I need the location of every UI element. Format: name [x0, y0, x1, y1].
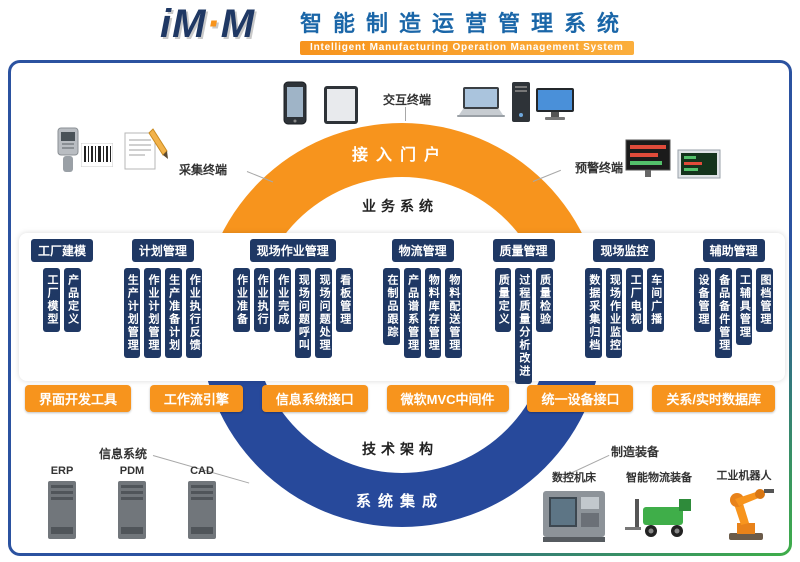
- agv-icon: [623, 493, 699, 544]
- tech-architecture-label: 技术架构: [362, 441, 438, 457]
- module-item: 图档管理: [756, 268, 773, 332]
- module-item: 设备管理: [694, 268, 712, 332]
- module-item: 工厂模型: [43, 268, 60, 332]
- pc-tower-icon: [511, 81, 531, 128]
- pdm-label: PDM: [119, 465, 145, 477]
- diagram-frame: 接入门户 业务系统 技术架构 系统集成 采集终端 交互终端: [8, 60, 792, 556]
- logo-dot: ·: [206, 2, 221, 46]
- module-item: 现场作业监控: [605, 268, 623, 358]
- cnc-label: 数控机床: [552, 472, 596, 484]
- module-item: 在制品跟踪: [383, 268, 400, 345]
- module-item: 产品谱系管理: [403, 268, 421, 358]
- module-item: 作业准备: [232, 268, 250, 332]
- module-item: 现场问题呼叫: [294, 268, 312, 358]
- module-item: 工辅具管理: [735, 268, 753, 345]
- module-item: 数据采集归档: [585, 268, 602, 358]
- module-column-title: 计划管理: [131, 239, 194, 262]
- server-icon: [185, 479, 219, 546]
- modules-panel: 工厂建模 工厂模型 产品定义 计划管理 生产计划管理 作业计划管理 生产准备计划…: [19, 233, 785, 384]
- agv-label: 智能物流装备: [626, 472, 692, 484]
- module-item: 作业计划管理: [144, 268, 161, 358]
- module-item: 车间广播: [647, 268, 664, 332]
- module-item: 质量检验: [535, 268, 553, 332]
- module-column-title: 质量管理: [492, 239, 555, 262]
- module-item: 作业完成: [274, 268, 291, 332]
- middleware-button: 界面开发工具: [25, 385, 132, 412]
- logo-text-right: M: [220, 2, 256, 46]
- module-item: 作业执行: [253, 268, 271, 332]
- header: iM·M 智能制造运营管理系统 Intelligent Manufacturin…: [0, 0, 800, 58]
- module-item: 产品定义: [64, 268, 81, 332]
- monitor-icon: [535, 87, 575, 128]
- barcode-icon: [80, 142, 114, 172]
- module-column-field-operation: 现场作业管理 作业准备 作业执行 作业完成 现场问题呼叫 现场问题处理 看板管理: [232, 239, 353, 375]
- page-title: 智能制造运营管理系统: [300, 11, 631, 36]
- logo: iM·M: [160, 2, 255, 47]
- scanner-icon: [55, 127, 81, 178]
- business-system-label: 业务系统: [362, 198, 438, 214]
- cad-label: CAD: [190, 465, 214, 477]
- module-item: 物料配送管理: [445, 268, 462, 358]
- title-block: 智能制造运营管理系统 Intelligent Manufacturing Ope…: [300, 6, 634, 55]
- module-item: 现场问题处理: [315, 268, 333, 358]
- module-item: 过程质量分析改进: [515, 268, 532, 384]
- module-item: 工厂电视: [626, 268, 644, 332]
- module-column-factory-modeling: 工厂建模 工厂模型 产品定义: [31, 239, 94, 375]
- middleware-row: 界面开发工具 工作流引擎 信息系统接口 微软MVC中间件 统一设备接口 关系/实…: [25, 385, 775, 412]
- module-column-auxiliary: 辅助管理 设备管理 备品备件管理 工辅具管理 图档管理: [694, 239, 773, 375]
- middleware-button: 统一设备接口: [527, 385, 634, 412]
- module-column-plan-management: 计划管理 生产计划管理 作业计划管理 生产准备计划 作业执行反馈: [123, 239, 203, 375]
- logo-text-left: iM: [160, 2, 207, 46]
- module-column-title: 物流管理: [391, 239, 454, 262]
- notepad-pencil-icon: [123, 127, 169, 176]
- module-column-quality: 质量管理 质量定义 过程质量分析改进 质量检验: [492, 239, 555, 384]
- middleware-button: 微软MVC中间件: [386, 385, 509, 412]
- middleware-button: 关系/实时数据库: [652, 385, 775, 412]
- tablet-icon: [323, 85, 359, 130]
- module-column-monitoring: 现场监控 数据采集归档 现场作业监控 工厂电视 车间广播: [585, 239, 664, 375]
- system-integration-label: 系统集成: [355, 493, 444, 510]
- robot-arm-icon: [715, 483, 777, 546]
- interact-terminal-label: 交互终端: [383, 93, 432, 107]
- access-portal-label: 接入门户: [351, 147, 448, 164]
- cnc-machine-icon: [541, 485, 607, 548]
- server-icon: [115, 479, 149, 546]
- middleware-button: 信息系统接口: [261, 385, 368, 412]
- module-item: 看板管理: [336, 268, 353, 332]
- module-column-title: 现场监控: [593, 239, 656, 262]
- server-icon: [45, 479, 79, 546]
- module-item: 作业执行反馈: [185, 268, 203, 358]
- led-panel-icon: [625, 139, 671, 182]
- module-item: 生产准备计划: [164, 268, 182, 358]
- alert-terminal-label: 预警终端: [575, 161, 624, 175]
- diagram-canvas: 接入门户 业务系统 技术架构 系统集成 采集终端 交互终端: [11, 63, 789, 553]
- module-item: 备品备件管理: [715, 268, 732, 358]
- module-column-title: 现场作业管理: [249, 239, 336, 262]
- collect-terminal-label: 采集终端: [179, 163, 228, 177]
- module-item: 物料库存管理: [424, 268, 442, 358]
- module-column-title: 辅助管理: [702, 239, 765, 262]
- info-systems-label: 信息系统: [99, 447, 148, 461]
- led-panel-icon: [677, 149, 721, 188]
- page-subtitle: Intelligent Manufacturing Operation Mana…: [300, 41, 634, 55]
- module-item: 质量定义: [494, 268, 512, 332]
- laptop-icon: [455, 85, 507, 124]
- erp-label: ERP: [50, 465, 74, 477]
- module-item: 生产计划管理: [123, 268, 141, 358]
- equipment-label: 制造装备: [611, 445, 660, 459]
- module-column-logistics: 物流管理 在制品跟踪 产品谱系管理 物料库存管理 物料配送管理: [383, 239, 462, 375]
- middleware-button: 工作流引擎: [149, 385, 243, 412]
- smartphone-icon: [283, 81, 307, 130]
- module-column-title: 工厂建模: [31, 239, 94, 262]
- robot-label: 工业机器人: [716, 470, 772, 482]
- connector-line: [405, 107, 406, 121]
